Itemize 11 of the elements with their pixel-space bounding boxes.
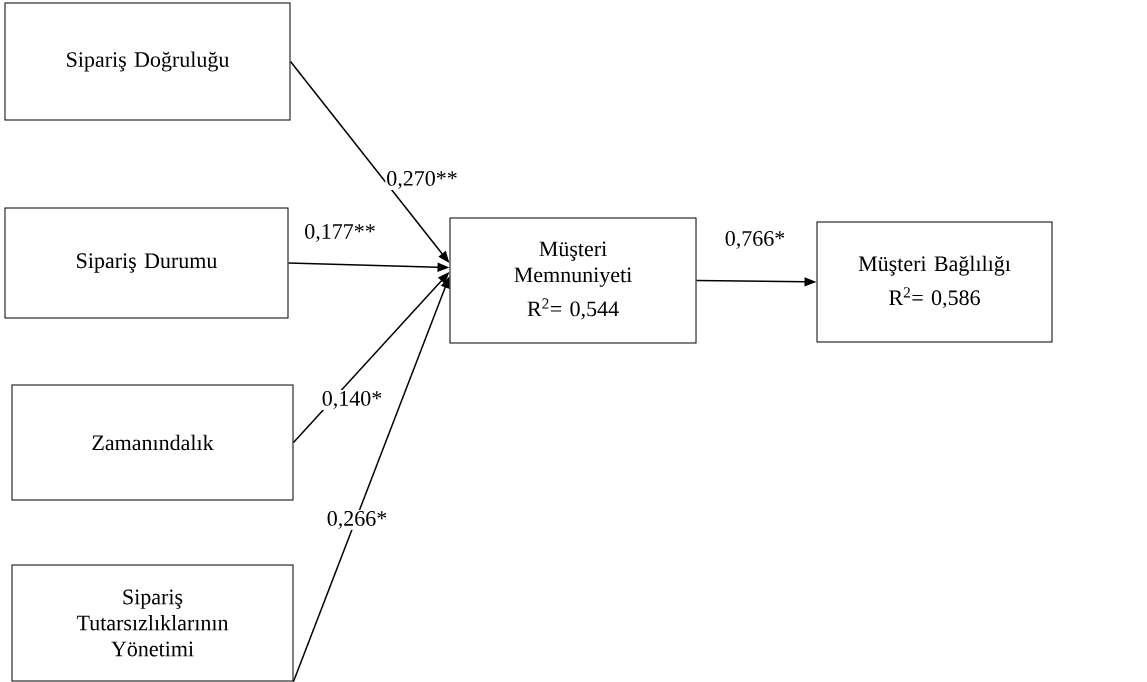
variable-box: Müşteri Memnuniyeti R$^{2}$= 0,544 [449,217,697,344]
edge-label: 0,140* [320,390,384,410]
variable-box: Sipariş Tutarsızlıklarının Yönetimi [11,564,294,682]
variable-box: Sipariş Durumu [4,207,289,319]
variable-box: Müşteri Bağlılığı R$^{2}$= 0,586 [816,221,1053,343]
edge-label: 0,766* [723,230,787,250]
edge-label: 0,177** [303,223,377,243]
edge-label: 0,270** [385,170,459,190]
variable-box: Sipariş Doğruluğu [4,2,291,121]
variable-box: Zamanındalık [11,384,294,501]
edge-label: 0,266* [325,510,389,530]
